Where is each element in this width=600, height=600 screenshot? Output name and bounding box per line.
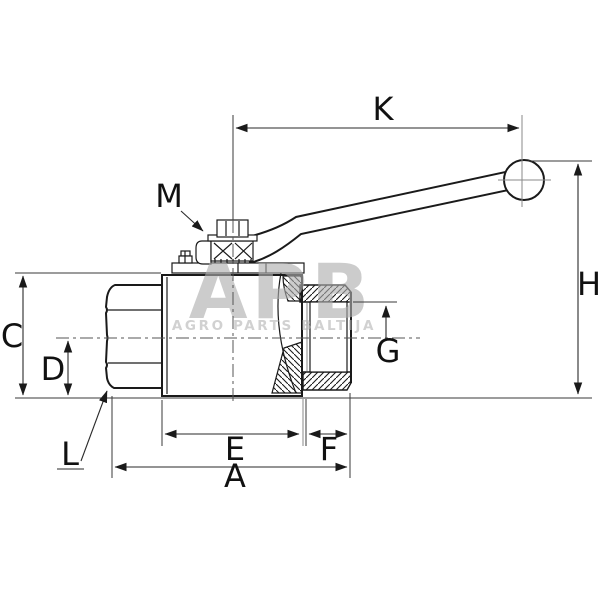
extension-lines	[15, 160, 592, 478]
centerlines	[56, 115, 551, 405]
stem-assembly	[171, 219, 305, 274]
dim-label-A: A	[224, 457, 246, 495]
dim-label-M: M	[155, 177, 183, 215]
leader-L	[80, 390, 108, 462]
grip-base	[195, 240, 212, 265]
dim-label-F: F	[320, 430, 338, 468]
dim-label-E: E	[225, 430, 245, 468]
watermark: APB AGRO PARTS BALTIJA	[172, 247, 376, 336]
dim-label-H: H	[577, 265, 600, 303]
dim-label-G: G	[376, 332, 401, 370]
watermark-logo: APB	[189, 247, 373, 336]
left-hex-port	[104, 284, 163, 389]
right-threaded-port	[299, 284, 352, 391]
leader-M	[180, 210, 204, 232]
dimension-lines	[18, 123, 583, 472]
dim-label-C: C	[1, 317, 23, 355]
dim-label-L: L	[61, 435, 79, 473]
watermark-subtitle: AGRO PARTS BALTIJA	[172, 318, 376, 334]
port-bore	[309, 301, 348, 373]
dimension-labels: K M H C D G L E F A	[1, 90, 600, 495]
dim-label-K: K	[373, 90, 395, 128]
plate-bolt	[178, 250, 193, 264]
dim-label-D: D	[41, 350, 66, 388]
body-port-transition	[271, 272, 303, 394]
